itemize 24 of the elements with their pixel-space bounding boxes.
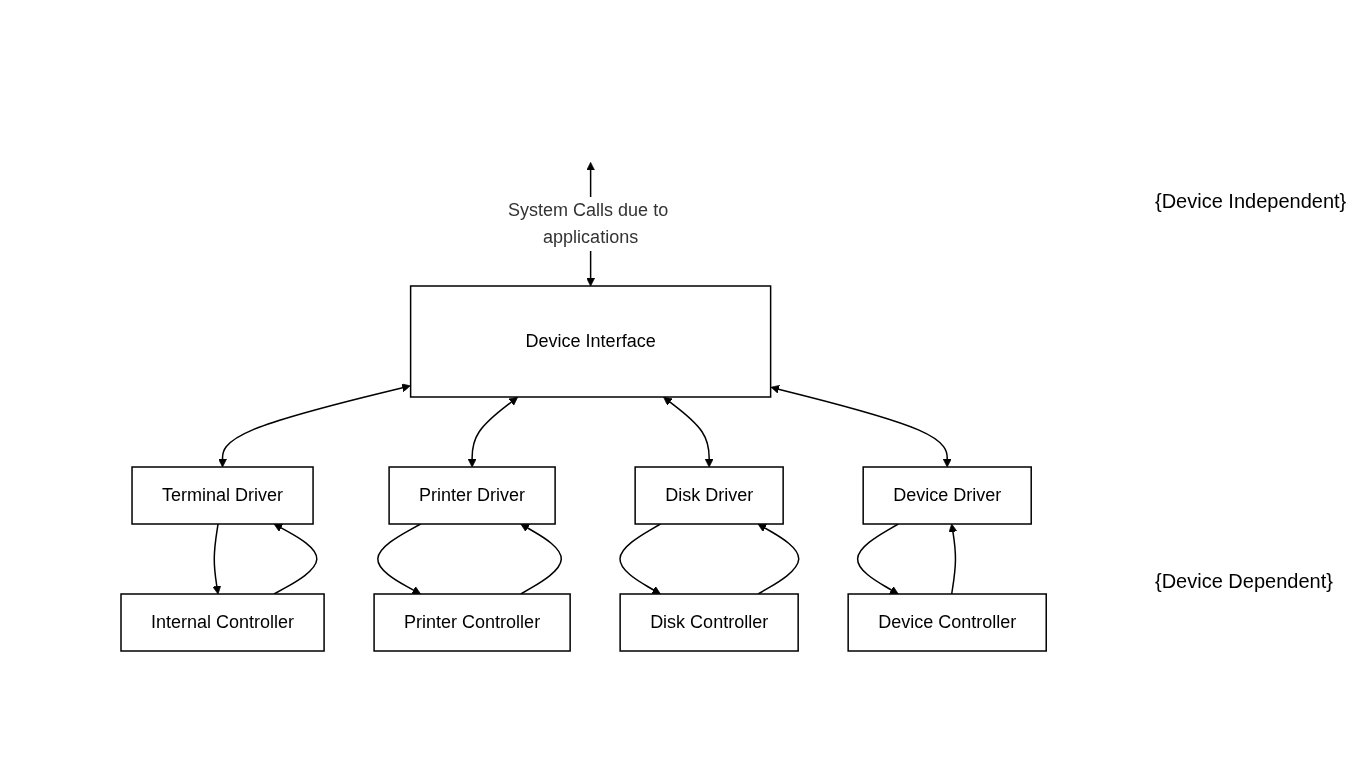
arrow: [273, 523, 318, 595]
arrow: [218, 383, 411, 468]
node-box: Device Controller: [847, 593, 1047, 652]
arrow: [212, 523, 222, 595]
note-text: {Device Independent}: [1155, 190, 1348, 214]
node-box: Device Interface: [409, 285, 772, 398]
arrow: [948, 523, 958, 595]
arrow: [519, 523, 562, 595]
node-box: Disk Driver: [634, 466, 784, 525]
node-box: Printer Controller: [373, 593, 571, 652]
arrow: [757, 523, 800, 595]
edge-label: System Calls due to applications: [507, 200, 669, 247]
note-text: {Device Dependent}: [1155, 569, 1334, 593]
arrow: [856, 523, 899, 595]
arrow: [467, 396, 518, 468]
arrow: [376, 523, 422, 595]
node-box: Printer Driver: [388, 466, 556, 525]
arrow: [770, 385, 952, 468]
arrow: [663, 396, 714, 468]
node-box: Disk Controller: [619, 593, 799, 652]
node-box: Device Driver: [862, 466, 1032, 525]
arrow: [619, 523, 662, 595]
node-box: Terminal Driver: [131, 466, 314, 525]
node-box: Internal Controller: [120, 593, 325, 652]
